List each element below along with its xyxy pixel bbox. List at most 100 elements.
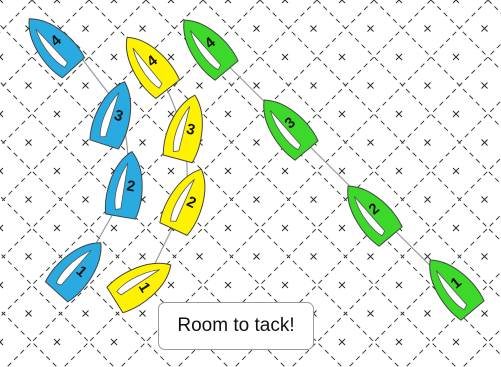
- green-boat-1: 1: [429, 259, 485, 321]
- grid-line: [0, 252, 115, 367]
- grid-line: [0, 0, 318, 318]
- grid-cross: [367, 253, 374, 260]
- boat-hull: [183, 19, 239, 81]
- grid-line: [291, 157, 501, 367]
- grid-cross: [481, 310, 488, 317]
- blue-boat-3: 3: [89, 81, 132, 150]
- grid-cross: [424, 139, 431, 146]
- grid-cross: [481, 196, 488, 203]
- grid-cross: [253, 82, 260, 89]
- grid-line: [88, 0, 457, 367]
- boat-sail: [55, 249, 92, 286]
- grid-cross: [452, 53, 460, 61]
- grid-cross: [395, 167, 403, 175]
- grid-cross: [281, 167, 289, 175]
- grid-cross: [395, 281, 403, 289]
- grid-cross: [310, 25, 317, 32]
- grid-line: [6, 0, 375, 367]
- grid-cross: [0, 224, 4, 232]
- grid-cross: [452, 110, 460, 118]
- grid-cross: [25, 196, 32, 203]
- boat-hull: [347, 185, 403, 247]
- boat-sail: [116, 269, 160, 296]
- boat-hull: [263, 99, 319, 161]
- grid-cross: [338, 281, 346, 289]
- boat-number: 2: [125, 177, 136, 195]
- grid-cross: [167, 281, 175, 289]
- boat-sail: [353, 196, 386, 237]
- grid-cross: [82, 82, 89, 89]
- grid-cross: [310, 253, 317, 260]
- grid-cross: [0, 53, 4, 61]
- grid-cross: [338, 338, 346, 346]
- grid-cross: [395, 110, 403, 118]
- grid-cross: [110, 53, 118, 61]
- grid-cross: [367, 25, 374, 32]
- grid-cross: [338, 53, 346, 61]
- grid-cross: [424, 196, 431, 203]
- grid-line: [373, 0, 501, 128]
- grid-cross: [53, 338, 61, 346]
- room-to-tack-callout: Room to tack!: [158, 302, 314, 350]
- grid-cross: [452, 0, 460, 4]
- blue-boat-2: 2: [104, 150, 143, 220]
- grid-cross: [196, 253, 203, 260]
- grid-cross: [25, 310, 32, 317]
- blue-boat-4: 4: [28, 18, 86, 79]
- grid-cross: [224, 224, 232, 232]
- grid-line: [348, 214, 501, 367]
- yellow-boat-4: 4: [125, 36, 181, 100]
- grid-cross: [424, 310, 431, 317]
- boat-sail: [132, 47, 163, 89]
- grid-cross: [110, 224, 118, 232]
- grid-cross: [0, 167, 4, 175]
- grid-cross: [310, 82, 317, 89]
- grid-cross: [167, 53, 175, 61]
- boat-sail: [189, 30, 222, 71]
- grid-cross: [281, 53, 289, 61]
- yellow-boat-1: 1: [106, 262, 172, 314]
- grid-cross: [395, 338, 403, 346]
- grid-cross: [0, 338, 4, 346]
- boat-sail: [269, 110, 302, 151]
- grid-cross: [281, 224, 289, 232]
- grid-cross: [424, 253, 431, 260]
- grid-cross: [338, 167, 346, 175]
- grid-cross: [110, 338, 118, 346]
- grid-cross: [281, 0, 289, 4]
- grid-cross: [167, 0, 175, 4]
- grid-cross: [452, 338, 460, 346]
- grid-cross: [452, 167, 460, 175]
- grid-cross: [167, 167, 175, 175]
- grid-cross: [253, 253, 260, 260]
- grid-cross: [53, 167, 61, 175]
- boat-hull: [125, 36, 181, 100]
- grid-cross: [0, 110, 4, 118]
- grid-cross: [281, 281, 289, 289]
- boat-sail: [114, 162, 129, 211]
- grid-cross: [310, 196, 317, 203]
- green-boat-4: 4: [183, 19, 239, 81]
- boat-hull: [429, 259, 485, 321]
- grid-cross: [338, 0, 346, 4]
- boat-sail: [99, 92, 120, 138]
- boat-sail: [170, 178, 195, 222]
- boat-sail: [435, 270, 468, 311]
- grid-cross: [25, 82, 32, 89]
- grid-cross: [481, 253, 488, 260]
- yellow-boat-3: 3: [162, 94, 203, 164]
- grid-cross: [253, 25, 260, 32]
- green-track: [189, 27, 471, 306]
- grid-cross: [82, 310, 89, 317]
- grid-cross: [224, 167, 232, 175]
- grid-cross: [82, 139, 89, 146]
- grid-cross: [82, 25, 89, 32]
- grid-cross: [481, 25, 488, 32]
- grid-cross: [367, 82, 374, 89]
- grid-cross: [139, 310, 146, 317]
- grid-cross: [224, 110, 232, 118]
- grid-line: [0, 195, 172, 367]
- grid-cross: [167, 110, 175, 118]
